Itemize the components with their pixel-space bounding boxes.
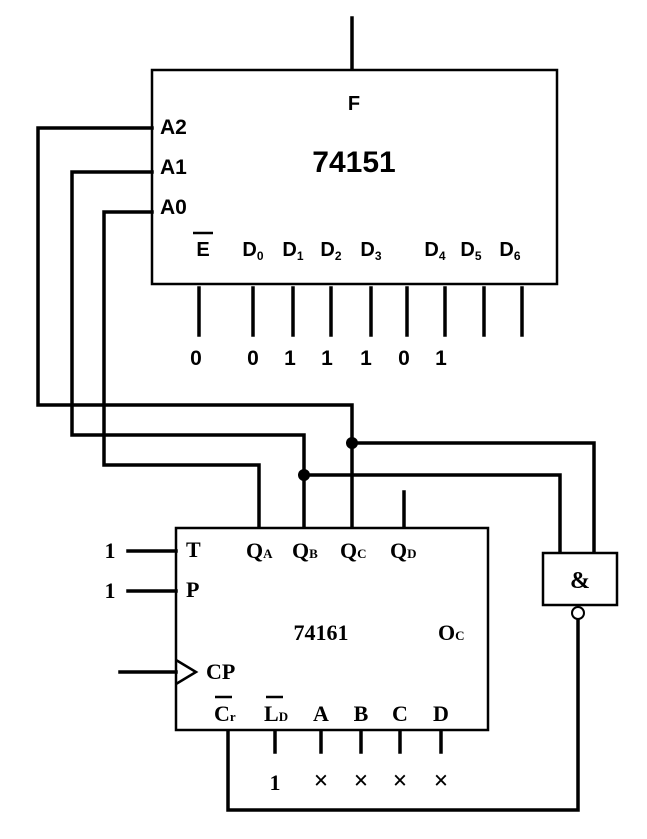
counter-p-value: 1: [105, 578, 116, 603]
counter-t-value: 1: [105, 538, 116, 563]
mux-input-value-unlabeled: 0: [398, 347, 410, 370]
and-gate-symbol: &: [570, 568, 590, 594]
counter-input-b: B: [354, 701, 369, 726]
counter-input-a: A: [313, 701, 329, 726]
counter-output-qd: QD: [390, 538, 417, 563]
counter-pin-p: P: [186, 577, 199, 602]
and-gate-inversion-bubble: [571, 606, 585, 620]
svg-text:D5: D5: [460, 239, 481, 263]
svg-text:D4: D4: [424, 239, 445, 263]
svg-text:QA: QA: [246, 538, 273, 563]
counter-pin-clear: Cr: [214, 701, 236, 726]
input-c-dont-care: ×: [393, 766, 408, 795]
svg-text:LD: LD: [264, 701, 288, 726]
mux-pin-a2: A2: [160, 116, 187, 139]
counter-output-qb: QB: [292, 538, 318, 563]
svg-text:QB: QB: [292, 538, 318, 563]
junction-dot-qc: [346, 437, 358, 449]
and-gate-body: [541, 551, 619, 607]
wire-a1-to-qb: [70, 170, 306, 530]
svg-text:D1: D1: [282, 239, 303, 263]
wire-gate-to-clear: [226, 618, 580, 812]
counter-pin-t: T: [186, 537, 201, 562]
mux-data-pin-d4: D4: [424, 239, 445, 263]
svg-text:Cr: Cr: [214, 701, 236, 726]
mux-input-value-d2: 1: [321, 347, 333, 370]
mux-data-pin-d6: D6: [499, 239, 520, 263]
mux-data-pin-d5: D5: [460, 239, 481, 263]
svg-text:QC: QC: [340, 538, 367, 563]
counter-input-c: C: [392, 701, 408, 726]
counter-chip-label: 74161: [294, 620, 349, 645]
svg-text:D2: D2: [320, 239, 341, 263]
mux-enable-label: E: [196, 239, 209, 261]
input-b-dont-care: ×: [354, 766, 369, 795]
mux-body: [150, 68, 559, 286]
counter-pin-load: LD: [264, 701, 288, 726]
mux-input-value-d1: 1: [284, 347, 296, 370]
svg-text:QD: QD: [390, 538, 417, 563]
wire-qc-to-gate: [350, 441, 596, 555]
counter-output-qc: QC: [340, 538, 367, 563]
mux-74151: F 74151 A2 A1 A0 E D0 D1 D2 D3 D4 D5 D6: [150, 16, 559, 370]
counter-pin-cp: CP: [206, 659, 235, 684]
clock-triangle-icon: [175, 658, 199, 686]
wire-a0-to-qa: [102, 210, 261, 530]
mux-input-value-d4: 1: [435, 347, 447, 370]
input-a-dont-care: ×: [314, 766, 329, 795]
svg-text:D3: D3: [360, 239, 381, 263]
counter-input-d: D: [433, 701, 449, 726]
mux-input-value-d0: 0: [247, 347, 259, 370]
mux-pin-a0: A0: [160, 196, 187, 219]
mux-output-label: F: [348, 93, 360, 115]
svg-text:D6: D6: [499, 239, 520, 263]
and-gate: &: [541, 551, 619, 620]
mux-data-pin-d3: D3: [360, 239, 381, 263]
mux-pin-a1: A1: [160, 156, 187, 179]
mux-input-value-d3: 1: [360, 347, 372, 370]
counter-output-qa: QA: [246, 538, 273, 563]
junction-dot-qb: [298, 469, 310, 481]
svg-text:OC: OC: [438, 620, 465, 645]
mux-data-pin-d2: D2: [320, 239, 341, 263]
load-value: 1: [270, 770, 281, 795]
svg-text:D0: D0: [242, 239, 263, 263]
counter-carry-output: OC: [438, 620, 465, 645]
mux-data-pin-d1: D1: [282, 239, 303, 263]
mux-data-pin-d0: D0: [242, 239, 263, 263]
wire-qb-to-gate: [302, 473, 562, 555]
input-d-dont-care: ×: [434, 766, 449, 795]
mux-input-value-e: 0: [190, 347, 202, 370]
mux-chip-label: 74151: [312, 146, 395, 179]
interconnect-wires: [36, 126, 596, 812]
counter-74161: 74161 QA QB QC QD OC T P CP Cr LD A B C …: [105, 526, 490, 795]
